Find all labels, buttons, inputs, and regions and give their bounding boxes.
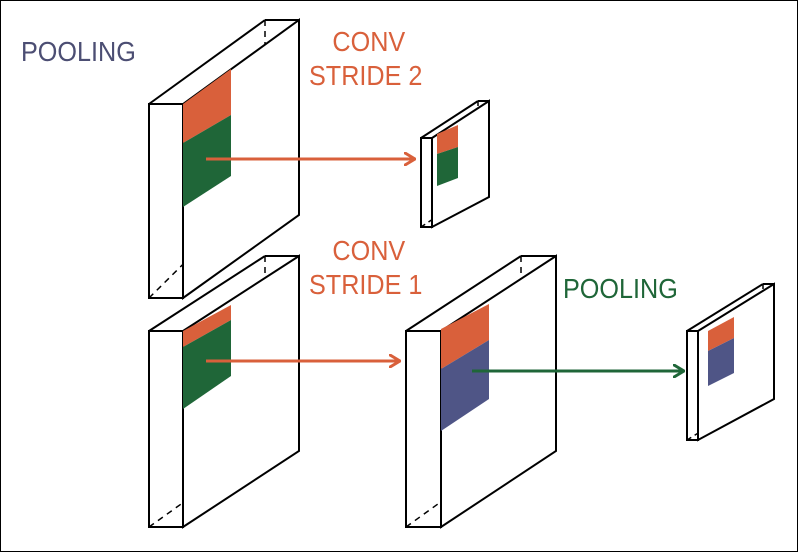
conv-stride2-label: CONV STRIDE 2 [309,25,422,93]
pooled-cell-orange [708,317,734,351]
volume-side-face [420,137,433,228]
conv-stride1-label: CONV STRIDE 1 [309,234,422,302]
volume-front-face [697,282,775,442]
output-cell-green [437,147,458,186]
input-volume-bottom [148,254,300,529]
volume-top-edge [148,255,266,332]
output-volume-stride1 [405,254,557,529]
kernel-window-orange [183,69,231,143]
volume-side-face [686,330,699,441]
pooling-arrow-label: POOLING [563,273,678,304]
volume-side-face [405,330,442,528]
feature-window-orange [441,304,489,369]
output-volume-pooled [686,282,775,442]
pooling-title-label: POOLING [21,36,136,67]
conv-stride2-label-line1: CONV [332,26,406,57]
volume-top-edge [420,100,479,139]
kernel-window-green [183,320,231,409]
kernel-window-green [183,115,231,207]
conv-stride1-label-line2: STRIDE 1 [309,269,423,300]
volume-side-face [148,103,184,299]
output-volume-stride2 [420,99,490,229]
conv-stride2-label-line2: STRIDE 2 [309,60,423,91]
volume-side-face [148,330,184,528]
volume-top-edge [148,19,266,105]
conv-stride1-label-line1: CONV [332,235,406,266]
feature-window-navy [441,340,489,431]
volume-top-edge [405,255,522,332]
output-cell-orange [437,125,458,154]
kernel-window-orange [183,305,231,347]
volume-top-edge [686,283,764,332]
pooled-cell-navy [708,338,734,386]
